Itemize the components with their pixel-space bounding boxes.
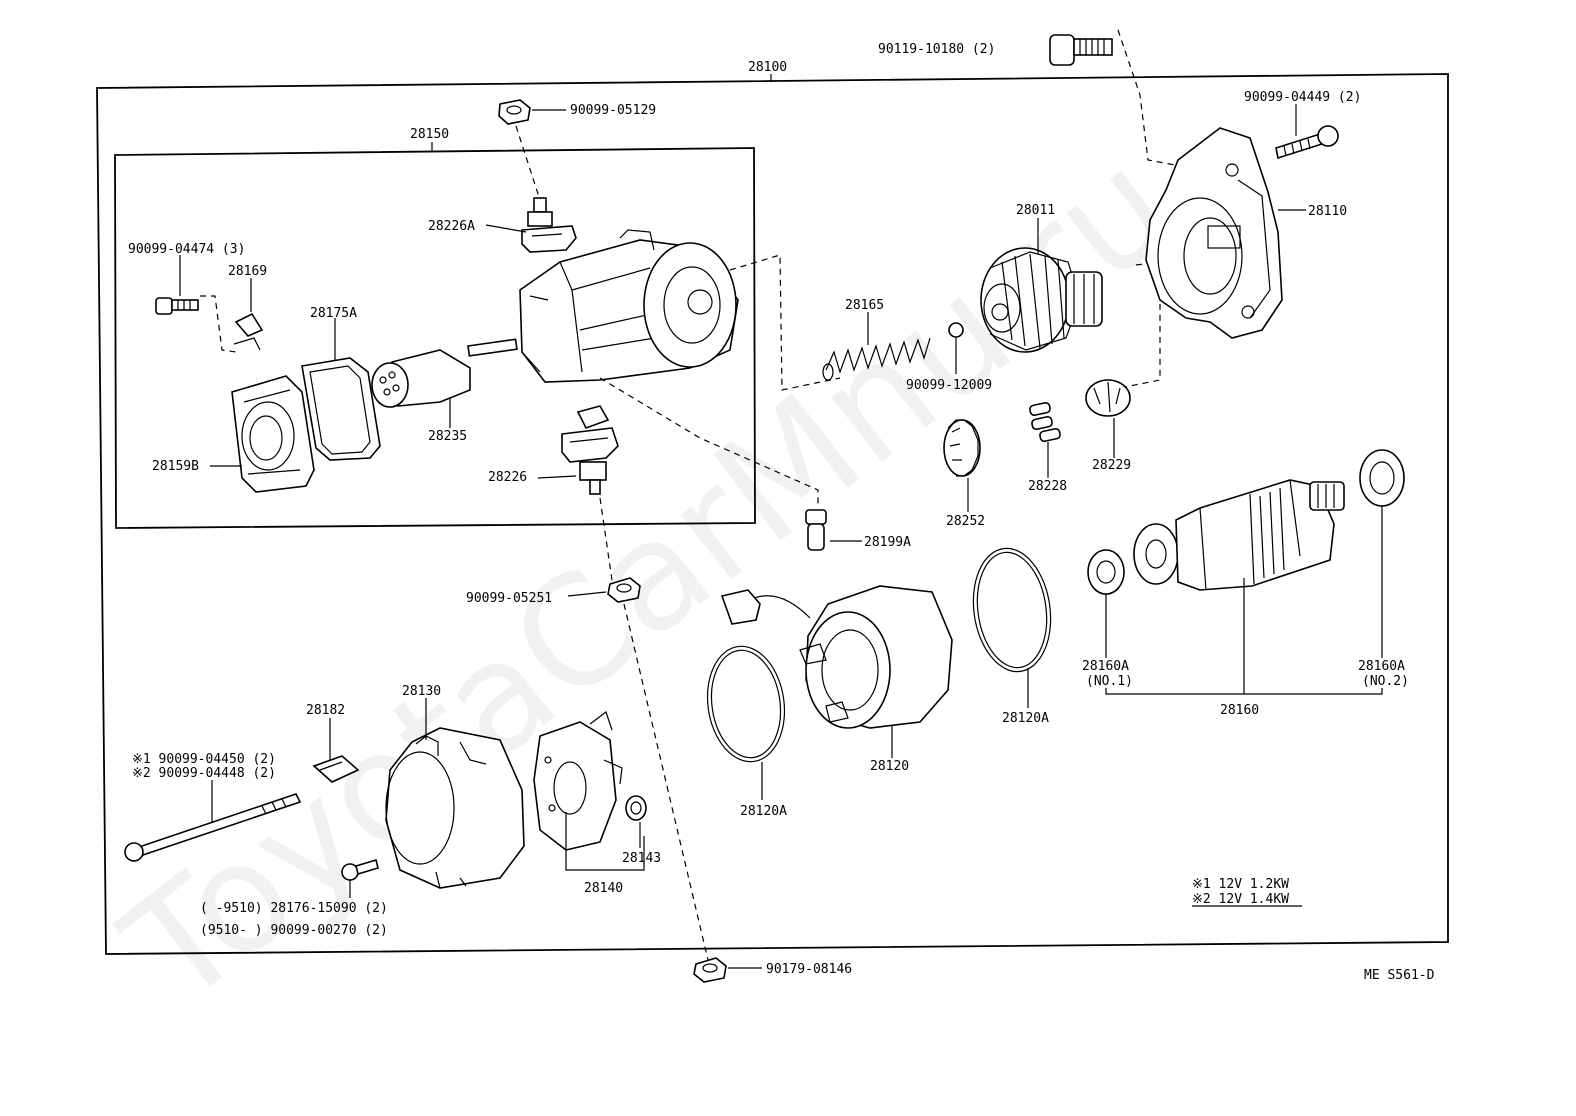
terminal-28226 (561, 405, 619, 495)
nut-90099-05129 (498, 99, 531, 125)
through-bolt (124, 793, 302, 862)
o-ring-28120A-right (972, 547, 1052, 673)
label-28160A-no2: 28160A (1358, 659, 1405, 674)
assembly-frame (96, 73, 1449, 955)
label-28120: 28120 (870, 759, 909, 774)
label-28229: 28229 (1092, 458, 1131, 473)
label-28199A: 28199A (864, 535, 911, 550)
brush-holder-28140 (533, 711, 623, 851)
label-28165: 28165 (845, 298, 884, 313)
label-28228: 28228 (1028, 479, 1067, 494)
subassembly-frame (114, 147, 756, 529)
label-through-bolt-2: ※2 90099-04448 (2) (132, 766, 276, 781)
bearing-28160A-no1 (1087, 549, 1125, 595)
plate-28182 (312, 755, 360, 783)
label-28159B: 28159B (152, 459, 199, 474)
gasket-28175A (301, 357, 381, 461)
label-28226A: 28226A (428, 219, 475, 234)
brush-spring-28143 (625, 795, 647, 821)
label-28252: 28252 (946, 514, 985, 529)
housing-28110 (1145, 127, 1283, 339)
nut-90099-05251 (607, 577, 641, 603)
label-90099-04449: 90099-04449 (2) (1244, 90, 1361, 105)
label-28182: 28182 (306, 703, 345, 718)
cover-28159B (231, 375, 315, 493)
label-90099-04474: 90099-04474 (3) (128, 242, 245, 257)
rollers-28228 (1029, 401, 1061, 443)
label-through-bolt-1: ※1 90099-04450 (2) (132, 752, 276, 767)
ball-90099-12009 (948, 322, 964, 338)
page-reference: ME S561-D (1364, 968, 1435, 983)
note-2: ※2 12V 1.4KW (1192, 892, 1289, 907)
contact-28199A (805, 509, 827, 551)
label-28160A-no1-sub: (NO.1) (1086, 674, 1133, 689)
label-28011: 28011 (1016, 203, 1055, 218)
label-28169: 28169 (228, 264, 267, 279)
armature-28160 (1133, 479, 1345, 591)
screw-28176 (341, 858, 379, 881)
label-28160: 28160 (1220, 703, 1259, 718)
magnetic-switch-housing (519, 229, 739, 383)
bolt-90099-04474 (155, 297, 199, 315)
end-frame-28130 (385, 727, 525, 889)
label-screw-2: (9510- ) 90099-00270 (2) (200, 923, 388, 938)
label-90099-12009: 90099-12009 (906, 378, 992, 393)
label-28235: 28235 (428, 429, 467, 444)
label-28130: 28130 (402, 684, 441, 699)
retainer-28229 (1085, 379, 1131, 417)
label-90099-05129: 90099-05129 (570, 103, 656, 118)
bearing-28160A-no2 (1359, 449, 1405, 507)
label-28175A: 28175A (310, 306, 357, 321)
plunger-28235 (371, 338, 518, 408)
label-90099-05251: 90099-05251 (466, 591, 552, 606)
label-assembly: 28100 (748, 60, 787, 75)
clip-28169 (233, 312, 264, 351)
bolt-90099-04449 (1275, 125, 1339, 160)
label-28143: 28143 (622, 851, 661, 866)
label-28110: 28110 (1308, 204, 1347, 219)
terminal-28226A (521, 197, 577, 253)
label-90179-08146: 90179-08146 (766, 962, 852, 977)
label-28120A-left: 28120A (740, 804, 787, 819)
label-28160A-no1: 28160A (1082, 659, 1129, 674)
spring-28165 (822, 337, 931, 381)
gear-28252 (943, 419, 981, 477)
clutch-28011 (980, 247, 1103, 353)
o-ring-28120A-left (706, 645, 786, 763)
label-90119: 90119-10180 (2) (878, 42, 995, 57)
label-28226: 28226 (488, 470, 527, 485)
label-screw-1: ( -9510) 28176-15090 (2) (200, 901, 388, 916)
bolt-90119 (1049, 34, 1113, 66)
label-subassembly: 28150 (410, 127, 449, 142)
label-28160A-no2-sub: (NO.2) (1362, 674, 1409, 689)
label-28140: 28140 (584, 881, 623, 896)
label-28120A-right: 28120A (1002, 711, 1049, 726)
note-1: ※1 12V 1.2KW (1192, 877, 1289, 892)
nut-90179-08146 (693, 957, 727, 983)
yoke-28120 (720, 585, 953, 729)
